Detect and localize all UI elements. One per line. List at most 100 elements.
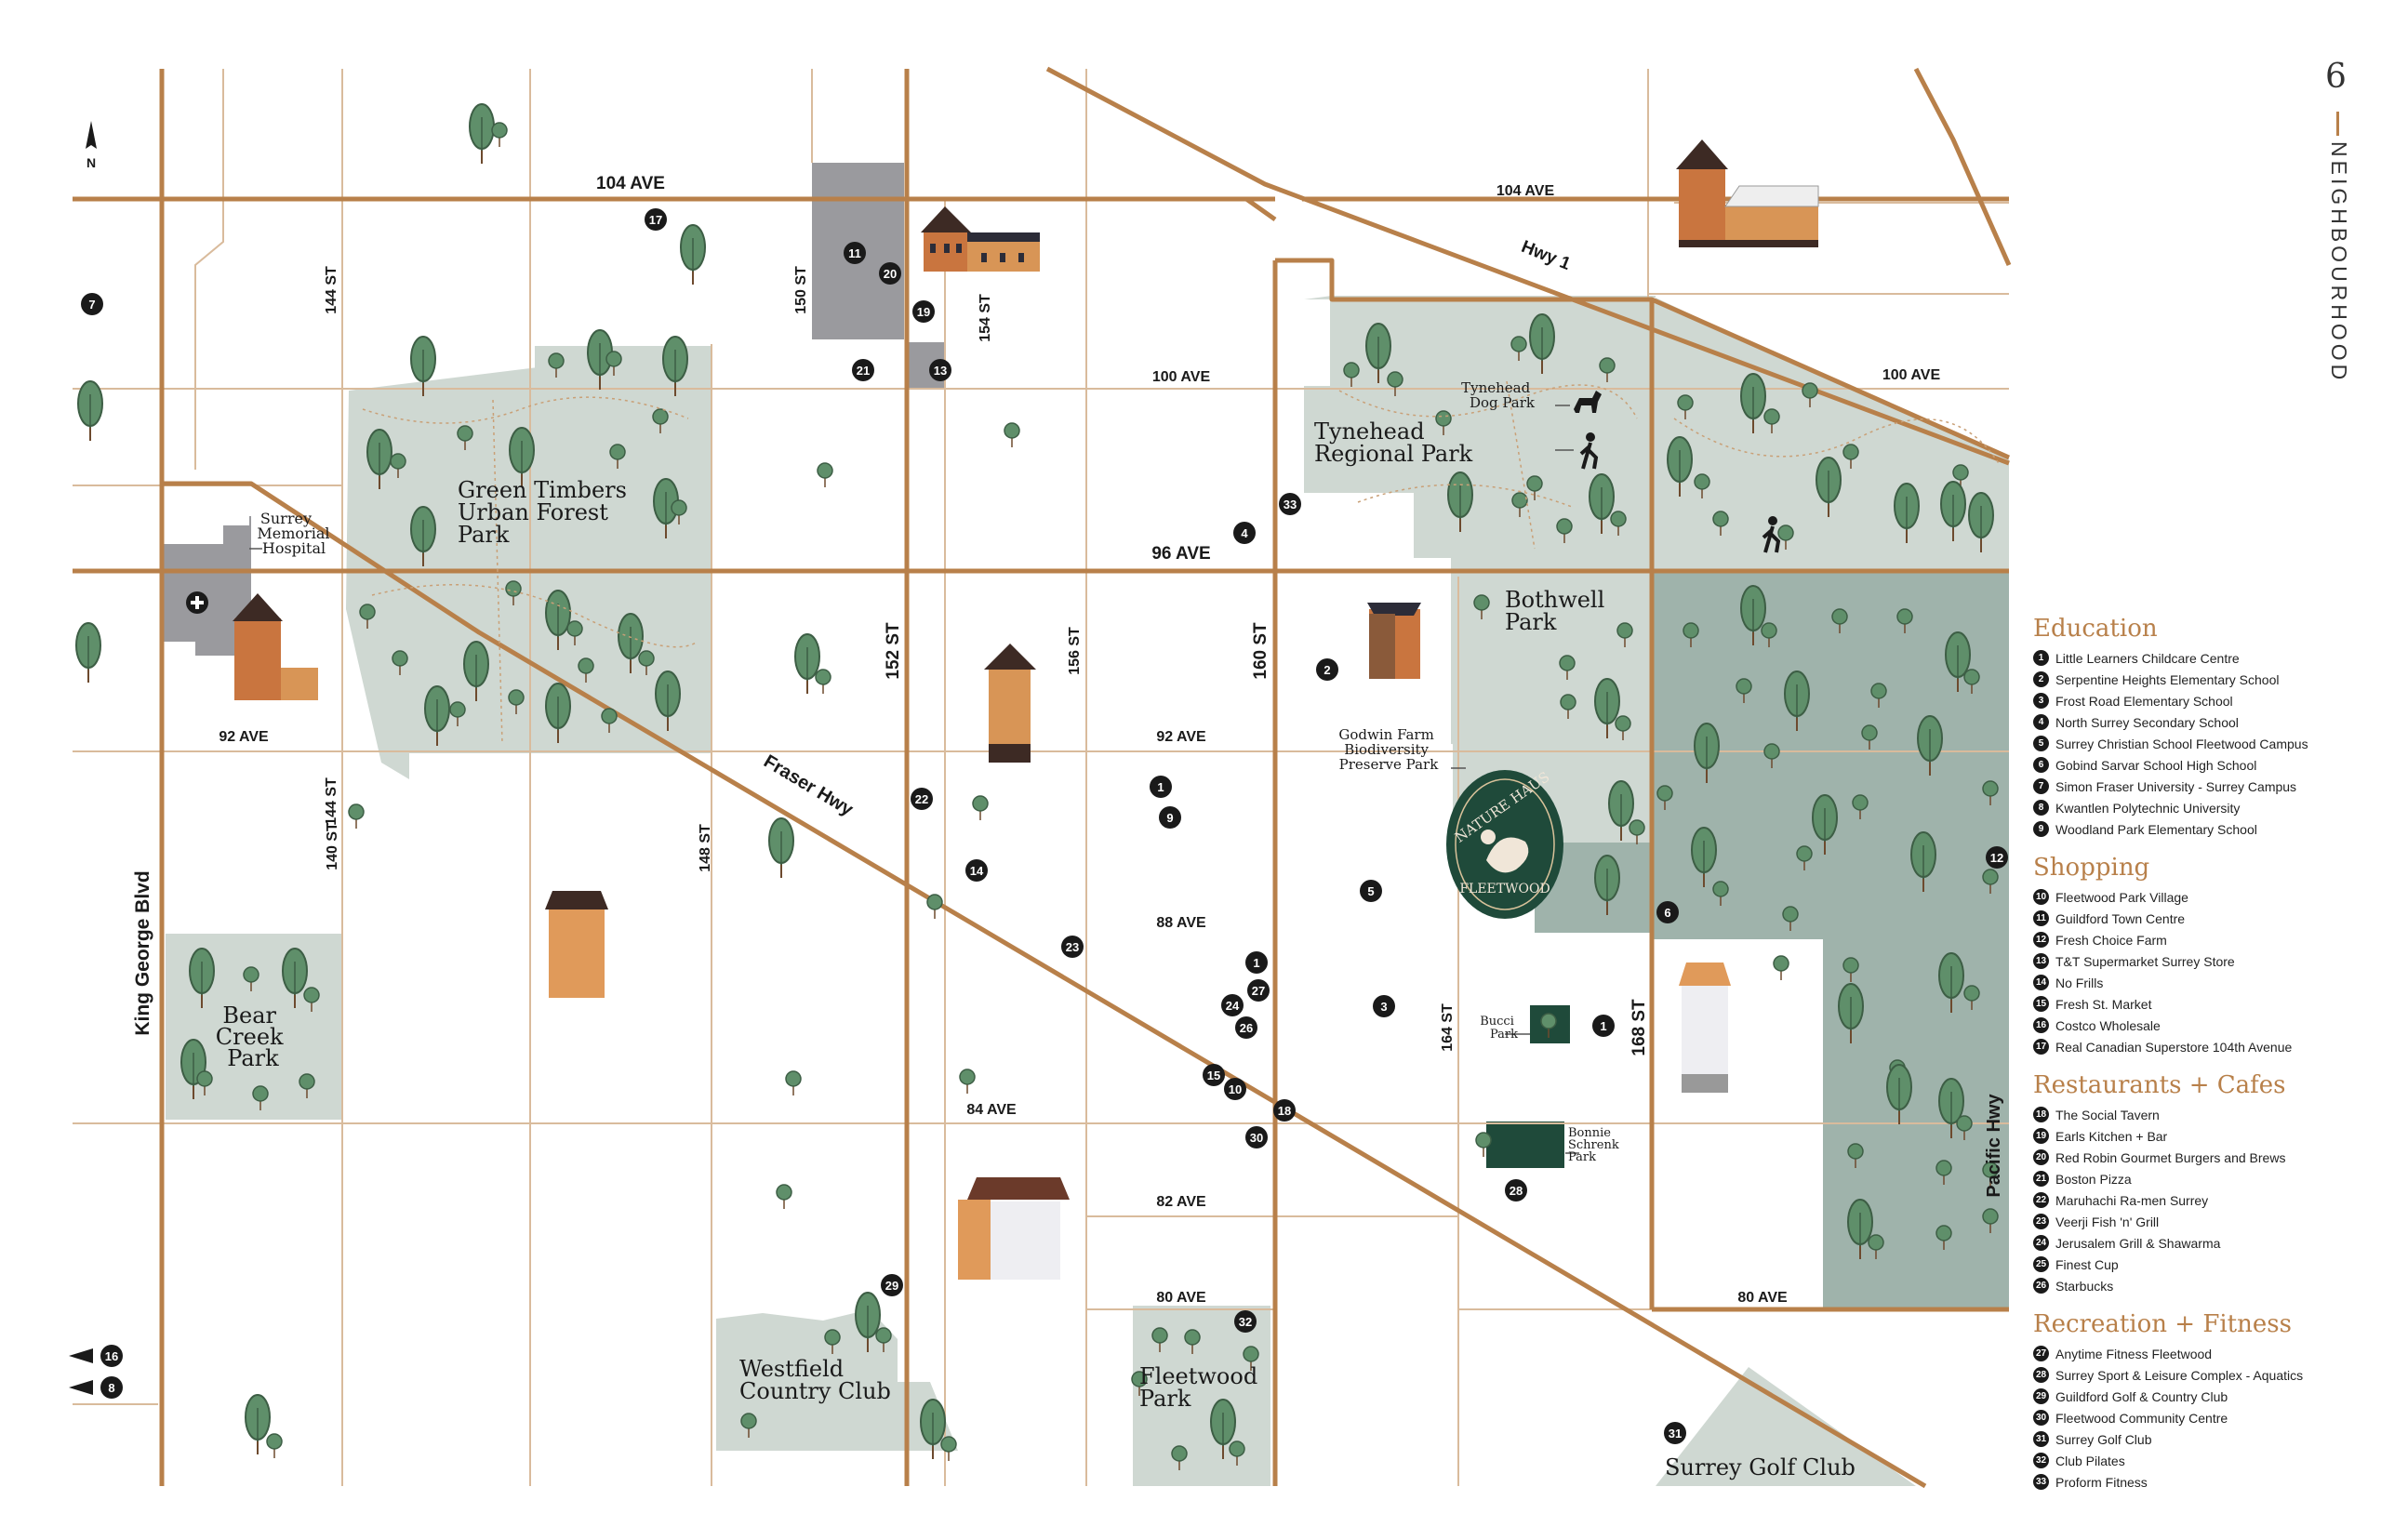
map-marker-9[interactable]: 9: [1159, 806, 1181, 829]
marker-circle[interactable]: [1061, 936, 1084, 958]
marker-circle[interactable]: [844, 242, 866, 264]
marker-circle[interactable]: [1235, 1016, 1257, 1039]
map-marker-21[interactable]: 21: [852, 359, 874, 381]
map-marker-1[interactable]: 1: [1150, 776, 1172, 798]
marker-circle[interactable]: [1245, 951, 1268, 974]
map-marker-17[interactable]: 17: [645, 208, 667, 231]
marker-circle[interactable]: [1233, 522, 1256, 544]
marker-circle[interactable]: [1664, 1422, 1686, 1444]
marker-circle[interactable]: [1592, 1015, 1615, 1037]
map-marker-18[interactable]: 18: [1273, 1099, 1296, 1122]
marker-circle[interactable]: [100, 1345, 123, 1367]
map-marker-31[interactable]: 31: [1664, 1422, 1686, 1444]
map-marker-29[interactable]: 29: [881, 1274, 903, 1296]
marker-circle[interactable]: [1203, 1064, 1225, 1086]
marker-circle[interactable]: [1986, 846, 2008, 869]
map-marker-15[interactable]: 15: [1203, 1064, 1225, 1086]
offmap-marker-16[interactable]: 16: [69, 1345, 123, 1367]
map-marker-12[interactable]: 12: [1986, 846, 2008, 869]
map-marker-5[interactable]: 5: [1360, 880, 1382, 902]
marker-circle[interactable]: [1159, 806, 1181, 829]
map-marker-11[interactable]: 11: [844, 242, 866, 264]
map-marker-30[interactable]: 30: [1245, 1126, 1268, 1148]
map-marker-4[interactable]: 4: [1233, 522, 1256, 544]
offmap-marker-8[interactable]: 8: [69, 1376, 123, 1399]
map-markers[interactable]: 1112345679101112131415171819202122232426…: [81, 208, 2008, 1444]
marker-circle[interactable]: [1656, 901, 1679, 923]
map-marker-10[interactable]: 10: [1224, 1078, 1246, 1100]
map-marker-6[interactable]: 6: [1656, 901, 1679, 923]
map-marker-26[interactable]: 26: [1235, 1016, 1257, 1039]
marker-circle[interactable]: [879, 262, 901, 285]
marker-circle[interactable]: [965, 859, 988, 882]
map-marker-14[interactable]: 14: [965, 859, 988, 882]
marker-circle[interactable]: [1221, 994, 1244, 1016]
marker-circle[interactable]: [645, 208, 667, 231]
map-marker-13[interactable]: 13: [929, 359, 951, 381]
map-marker-32[interactable]: 32: [1234, 1310, 1257, 1333]
map-marker-3[interactable]: 3: [1373, 995, 1395, 1017]
marker-circle[interactable]: [929, 359, 951, 381]
marker-circle[interactable]: [1279, 493, 1301, 515]
map-marker-19[interactable]: 19: [912, 300, 935, 323]
map-marker-2[interactable]: 2: [1316, 658, 1338, 681]
marker-circle[interactable]: [1360, 880, 1382, 902]
marker-circle[interactable]: [1373, 995, 1395, 1017]
marker-circle[interactable]: [1234, 1310, 1257, 1333]
map-marker-20[interactable]: 20: [879, 262, 901, 285]
marker-circle[interactable]: [852, 359, 874, 381]
marker-circle[interactable]: [1150, 776, 1172, 798]
marker-circle[interactable]: [1245, 1126, 1268, 1148]
marker-circle[interactable]: [1247, 979, 1270, 1002]
map-marker-24[interactable]: 24: [1221, 994, 1244, 1016]
map-marker-1[interactable]: 1: [1592, 1015, 1615, 1037]
map-marker-1[interactable]: 1: [1245, 951, 1268, 974]
map-marker-33[interactable]: 33: [1279, 493, 1301, 515]
map-marker-27[interactable]: 27: [1247, 979, 1270, 1002]
marker-circle[interactable]: [1224, 1078, 1246, 1100]
marker-circle[interactable]: [912, 300, 935, 323]
map-marker-7[interactable]: 7: [81, 293, 103, 315]
neighbourhood-map[interactable]: NATURE HAUS FLEETWOOD N 104 AVE 104 AVE …: [0, 0, 2018, 1540]
map-marker-28[interactable]: 28: [1505, 1179, 1527, 1201]
marker-circle[interactable]: [1273, 1099, 1296, 1122]
marker-circle[interactable]: [911, 788, 933, 810]
map-marker-22[interactable]: 22: [911, 788, 933, 810]
offmap-markers[interactable]: 168: [69, 1345, 123, 1399]
marker-circle[interactable]: [881, 1274, 903, 1296]
marker-circle[interactable]: [81, 293, 103, 315]
